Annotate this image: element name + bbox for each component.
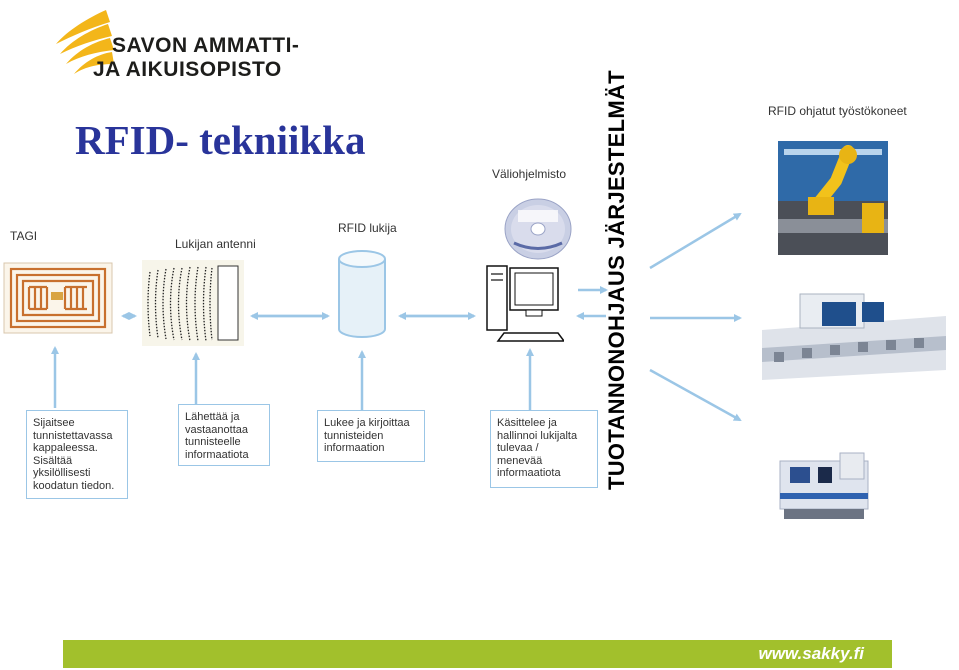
desc-tagi-line: Sisältää	[33, 454, 73, 467]
desc-tagi-line: yksilöllisesti	[33, 467, 91, 479]
desc-tagi-line: Sijaitsee	[33, 417, 75, 429]
label-valiohjelmisto: Väliohjelmisto	[492, 167, 567, 181]
desc-lukija-line: tunnisteiden	[324, 429, 384, 442]
label-antenni: Lukijan antenni	[175, 237, 256, 251]
cd-icon	[504, 198, 572, 260]
label-tyostokoneet: RFID ohjatut työstökoneet	[768, 104, 907, 118]
desc-box-tagi: Sijaitsee tunnistettavassa kappaleessa. …	[26, 410, 128, 499]
flow-arrows	[51, 212, 742, 422]
desc-antenni-line: vastaanottaa	[185, 423, 248, 436]
computer-icon	[486, 265, 564, 342]
desc-antenni-line: Lähettää ja	[185, 411, 240, 423]
arrow-system-to-moulder	[649, 368, 742, 422]
footer-url-link[interactable]: www.sakky.fi	[758, 644, 864, 663]
desc-tagi-line: tunnistettavassa	[33, 429, 113, 442]
desc-lukija-line: informaation	[324, 442, 385, 454]
desc-valiohjelmisto-line: informaatiota	[497, 467, 561, 479]
desc-antenni-line: informaatiota	[185, 448, 249, 461]
desc-tagi-line: kappaleessa.	[33, 442, 98, 454]
label-tagi: TAGI	[10, 229, 38, 243]
desc-valiohjelmisto-line: hallinnoi lukijalta	[497, 429, 578, 442]
desc-valiohjelmisto-line: tulevaa /	[497, 442, 539, 454]
desc-valiohjelmisto-line: menevää	[497, 454, 543, 467]
logo-line1: SAVON AMMATTI-	[112, 34, 300, 57]
desc-box-valiohjelmisto: Käsittelee ja hallinnoi lukijalta tuleva…	[490, 410, 598, 488]
robot-machine-icon	[778, 141, 888, 255]
footer-bar: www.sakky.fi	[63, 640, 892, 668]
desc-valiohjelmisto-line: Käsittelee ja	[497, 417, 557, 429]
rfid-reader-icon	[338, 250, 386, 338]
desc-lukija-line: Lukee ja kirjoittaa	[324, 417, 410, 429]
desc-antenni-line: tunnisteelle	[185, 436, 241, 448]
logo-line2: JA AIKUISOPISTO	[93, 58, 282, 81]
cnc-machine-icon	[762, 290, 946, 386]
desc-box-antenni: Lähettää ja vastaanottaa tunnisteelle in…	[178, 404, 270, 466]
desc-tagi-line: koodatun tiedon.	[33, 479, 115, 492]
antenna-icon	[142, 260, 244, 346]
desc-box-lukija: Lukee ja kirjoittaa tunnisteiden informa…	[317, 410, 425, 462]
logo-wing-icon	[56, 10, 114, 74]
arrow-system-to-robot	[649, 212, 742, 270]
label-lukija: RFID lukija	[338, 221, 397, 235]
moulder-machine-icon	[770, 433, 880, 531]
page-title: RFID- tekniikka	[75, 117, 366, 163]
rfid-tag-icon	[3, 262, 113, 334]
